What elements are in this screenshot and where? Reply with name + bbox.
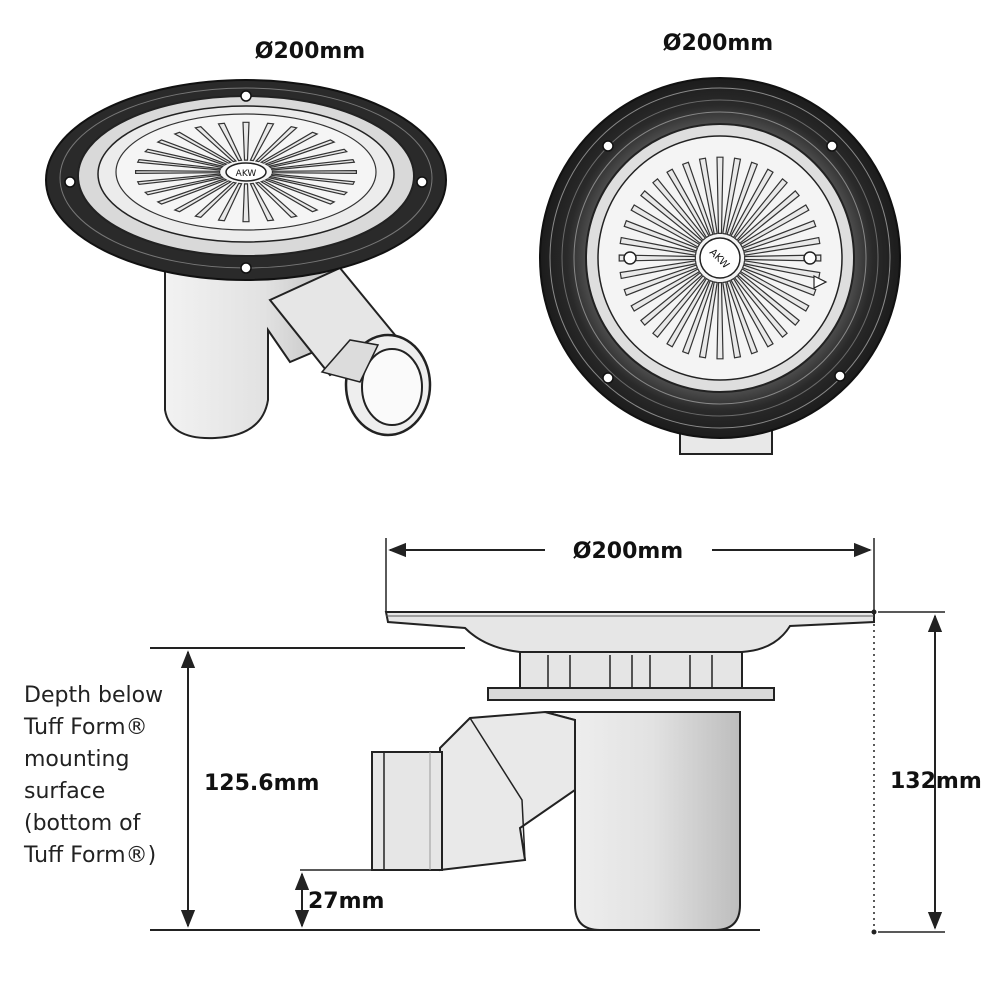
grate-slot bbox=[264, 139, 336, 166]
depth-note: Depth below Tuff Form® mounting surface … bbox=[23, 683, 163, 868]
grate-slot bbox=[666, 277, 710, 348]
grate-slot bbox=[194, 181, 238, 219]
grate-slot bbox=[270, 173, 356, 186]
perspective-view: Ø200mm AKW bbox=[45, 39, 447, 440]
grate-slot bbox=[726, 279, 759, 355]
grate-slot bbox=[249, 182, 275, 222]
grate-slot bbox=[143, 148, 225, 169]
grate-slot bbox=[194, 125, 238, 163]
side-outlet-spigot bbox=[371, 751, 443, 871]
grate-slot bbox=[217, 122, 243, 162]
grate-slot bbox=[270, 158, 356, 171]
grate-slot bbox=[722, 281, 742, 359]
note-line: surface bbox=[24, 779, 105, 804]
grate-slot bbox=[173, 180, 233, 213]
grate-slot bbox=[741, 219, 817, 252]
grate-slot bbox=[271, 170, 357, 174]
grate-slot bbox=[156, 178, 228, 205]
grate-slot bbox=[652, 275, 707, 338]
grate-slot bbox=[743, 260, 821, 280]
perspective-brand-mark: AKW bbox=[236, 169, 257, 179]
grate-slot bbox=[254, 181, 298, 219]
grate-slot bbox=[698, 157, 718, 235]
grate-slot bbox=[136, 158, 222, 171]
note-line: Tuff Form®) bbox=[23, 843, 156, 868]
grate-slot bbox=[743, 236, 821, 256]
perspective-grate bbox=[135, 121, 357, 223]
grate-slot bbox=[267, 175, 349, 196]
note-line: mounting bbox=[24, 747, 129, 772]
grate-slot bbox=[630, 204, 701, 248]
grate-slot bbox=[716, 156, 724, 234]
grate-slot bbox=[698, 281, 718, 359]
grate-slot bbox=[217, 182, 243, 222]
top-diameter-label: Ø200mm bbox=[663, 31, 773, 56]
grate-slot bbox=[619, 236, 697, 256]
side-ribbed-neck bbox=[519, 649, 743, 689]
grate-slot bbox=[652, 178, 707, 241]
grate-slot bbox=[733, 178, 788, 241]
grate-slot bbox=[619, 260, 697, 280]
side-depth-label: 125.6mm bbox=[204, 771, 319, 796]
top-grate bbox=[618, 156, 822, 360]
grate-slot bbox=[730, 277, 774, 348]
grate-slot bbox=[264, 178, 336, 205]
note-line: Depth below bbox=[24, 683, 163, 708]
side-diameter-label: Ø200mm bbox=[573, 539, 683, 564]
grate-slot bbox=[259, 180, 319, 213]
perspective-diameter-label: Ø200mm bbox=[255, 39, 365, 64]
grate-slot bbox=[249, 122, 275, 162]
grate-slot bbox=[733, 275, 788, 338]
grate-slot bbox=[744, 254, 822, 262]
grate-slot bbox=[681, 279, 714, 355]
side-outlet-label: 27mm bbox=[308, 889, 384, 914]
grate-slot bbox=[618, 254, 696, 262]
grate-slot bbox=[640, 190, 703, 245]
grate-slot bbox=[242, 183, 250, 223]
grate-slot bbox=[722, 157, 742, 235]
grate-slot bbox=[173, 131, 233, 164]
side-outlet-bend bbox=[439, 710, 576, 872]
grate-slot bbox=[143, 175, 225, 196]
grate-slot bbox=[630, 268, 701, 312]
side-height-label: 132mm bbox=[890, 769, 982, 794]
side-flange bbox=[384, 611, 875, 653]
grate-slot bbox=[716, 282, 724, 360]
grate-slot bbox=[737, 271, 800, 326]
grate-slot bbox=[242, 121, 250, 161]
grate-slot bbox=[623, 219, 699, 252]
grate-slot bbox=[730, 168, 774, 239]
side-view: Ø200mm 125.6mm bbox=[23, 538, 982, 935]
grate-slot bbox=[741, 264, 817, 297]
grate-slot bbox=[681, 161, 714, 237]
grate-slot bbox=[726, 161, 759, 237]
grate-slot bbox=[739, 204, 810, 248]
grate-slot bbox=[156, 139, 228, 166]
grate-slot bbox=[136, 173, 222, 186]
grate-slot bbox=[739, 268, 810, 312]
grate-slot bbox=[259, 131, 319, 164]
grate-slot bbox=[666, 168, 710, 239]
grate-slot bbox=[267, 148, 349, 169]
grate-slot bbox=[623, 264, 699, 297]
grate-slot bbox=[640, 271, 703, 326]
grate-slot bbox=[135, 170, 221, 174]
note-line: Tuff Form® bbox=[23, 715, 148, 740]
grate-slot bbox=[737, 190, 800, 245]
grate-slot bbox=[254, 125, 298, 163]
note-line: (bottom of bbox=[24, 811, 142, 836]
top-view: Ø200mm AKW bbox=[539, 31, 901, 455]
